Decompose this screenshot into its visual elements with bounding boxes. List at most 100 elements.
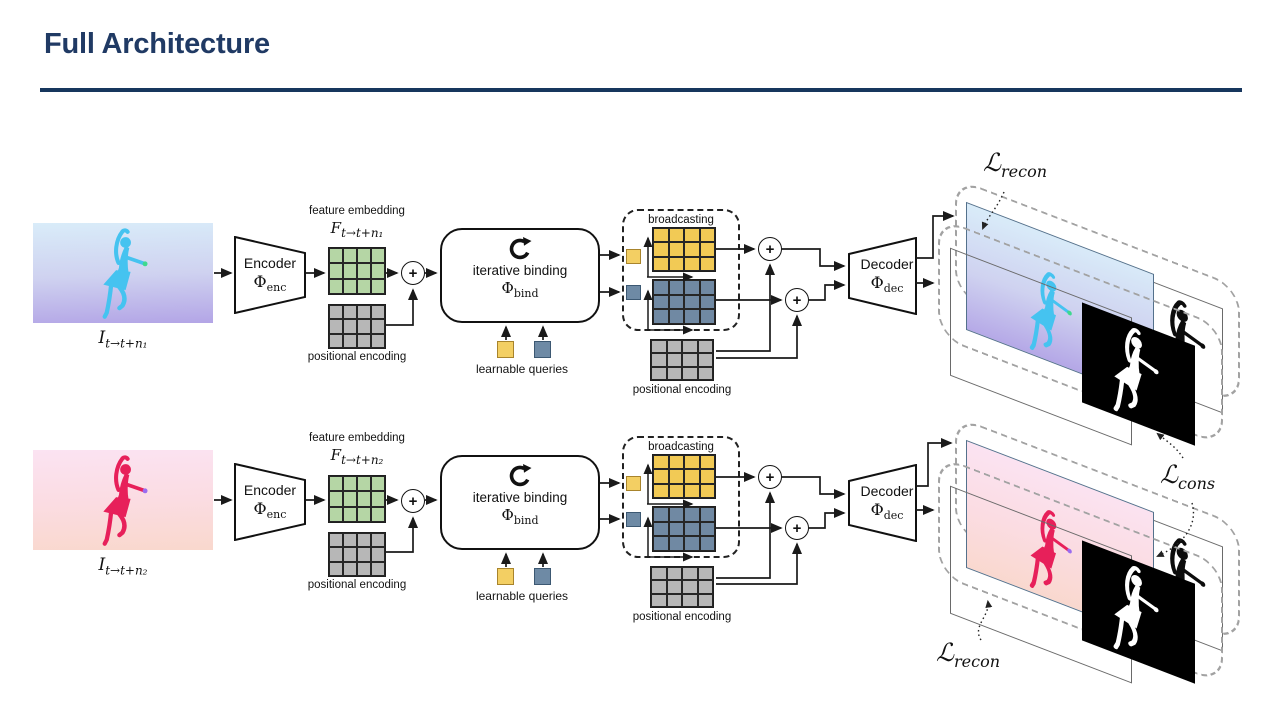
dancer-silhouette [91, 227, 152, 319]
grid-cell [666, 366, 682, 380]
add-node-1a: + [758, 237, 782, 261]
input-flow-image-1 [33, 223, 213, 323]
grid-cell [329, 333, 343, 348]
title-rule [40, 88, 1242, 92]
encoder-symbol: Φenc [253, 499, 287, 522]
encoder-name: Encoder [243, 255, 297, 272]
grid-cell [357, 506, 371, 522]
decoder-name: Decoder [860, 483, 914, 500]
grid-cell [651, 366, 667, 380]
grid-cell [357, 278, 371, 294]
feature-label-2: Ft→t+n₂ [330, 446, 384, 467]
grid-cell [668, 256, 684, 271]
grid-cell [357, 491, 371, 507]
grid-cell [371, 506, 385, 522]
grid-cell [329, 506, 343, 522]
grid-cell [357, 333, 371, 348]
grid-cell [357, 561, 371, 576]
grid-cell [684, 536, 700, 551]
grid-cell [684, 280, 700, 295]
broadcast-grid-blue-2 [652, 506, 716, 552]
grid-cell [329, 547, 343, 562]
grid-cell [682, 366, 698, 380]
encoder-block-1: Encoder Φenc [234, 236, 306, 314]
decoder-symbol: Φdec [870, 273, 904, 296]
grid-cell [343, 305, 357, 320]
grid-cell [329, 248, 343, 264]
learnable-query-yellow-1 [497, 341, 514, 358]
input-label-2: It→t+n₂ [98, 555, 148, 578]
grid-cell [371, 561, 385, 576]
grid-cell [653, 294, 669, 310]
binding-symbol: Φbind [501, 279, 539, 300]
grid-cell [651, 340, 667, 354]
grid-cell [357, 305, 371, 320]
grid-cell [684, 228, 700, 243]
grid-cell [653, 256, 669, 271]
grid-cell [668, 469, 684, 484]
grid-cell [343, 263, 357, 279]
grid-cell [684, 521, 700, 537]
feature-embedding-caption-2: feature embedding [309, 432, 405, 444]
grid-cell [371, 278, 385, 294]
grid-cell [666, 340, 682, 354]
broadcast-grid-yellow-1 [652, 227, 716, 272]
grid-cell [684, 309, 700, 324]
binding-symbol: Φbind [501, 506, 539, 527]
grid-cell [697, 353, 713, 367]
grid-cell [651, 580, 667, 594]
iterative-binding-block-2: iterative binding Φbind [440, 455, 600, 550]
grid-cell [684, 294, 700, 310]
add-node-2b: + [785, 516, 809, 540]
broadcast-grid-yellow-2 [652, 454, 716, 499]
learnable-query-blue-2 [534, 568, 551, 585]
grid-cell [357, 263, 371, 279]
add-node-2a: + [758, 465, 782, 489]
binding-name: iterative binding [472, 490, 568, 505]
decoder-trapezoid-icon [848, 237, 917, 315]
grid-cell [697, 366, 713, 380]
grid-cell [329, 278, 343, 294]
positional-grid-1b [650, 339, 714, 381]
input-label-1: It→t+n₁ [98, 328, 148, 351]
grid-cell [653, 507, 669, 522]
grid-cell [343, 561, 357, 576]
grid-cell [666, 593, 682, 607]
grid-cell [699, 507, 715, 522]
grid-cell [343, 333, 357, 348]
positional-grid-1a [328, 304, 386, 349]
slot-square-blue-2 [626, 512, 641, 527]
grid-cell [653, 280, 669, 295]
grid-cell [668, 309, 684, 324]
iterative-binding-block-1: iterative binding Φbind [440, 228, 600, 323]
loss-cons-label: ℒcons [1160, 460, 1216, 493]
grid-cell [653, 536, 669, 551]
grid-cell [371, 547, 385, 562]
positional-encoding-caption-1b: positional encoding [632, 384, 732, 396]
grid-cell [371, 248, 385, 264]
grid-cell [699, 455, 715, 470]
grid-cell [653, 521, 669, 537]
grid-cell [699, 309, 715, 324]
feature-label-1: Ft→t+n₁ [330, 219, 384, 240]
grid-cell [666, 567, 682, 581]
learnable-queries-caption-1: learnable queries [475, 362, 569, 376]
grid-cell [371, 333, 385, 348]
grid-cell [668, 280, 684, 295]
grid-cell [343, 248, 357, 264]
grid-cell [651, 353, 667, 367]
encoder-trapezoid-icon [234, 236, 306, 314]
decoder-trapezoid-icon [848, 464, 917, 542]
grid-cell [697, 340, 713, 354]
dancer-silhouette [1102, 552, 1163, 667]
grid-cell [357, 476, 371, 492]
grid-cell [371, 319, 385, 334]
decoder-name: Decoder [860, 256, 914, 273]
grid-cell [357, 319, 371, 334]
grid-cell [343, 533, 357, 548]
grid-cell [699, 294, 715, 310]
grid-cell [653, 483, 669, 498]
feature-grid-1 [328, 247, 386, 295]
grid-cell [343, 547, 357, 562]
grid-cell [343, 319, 357, 334]
